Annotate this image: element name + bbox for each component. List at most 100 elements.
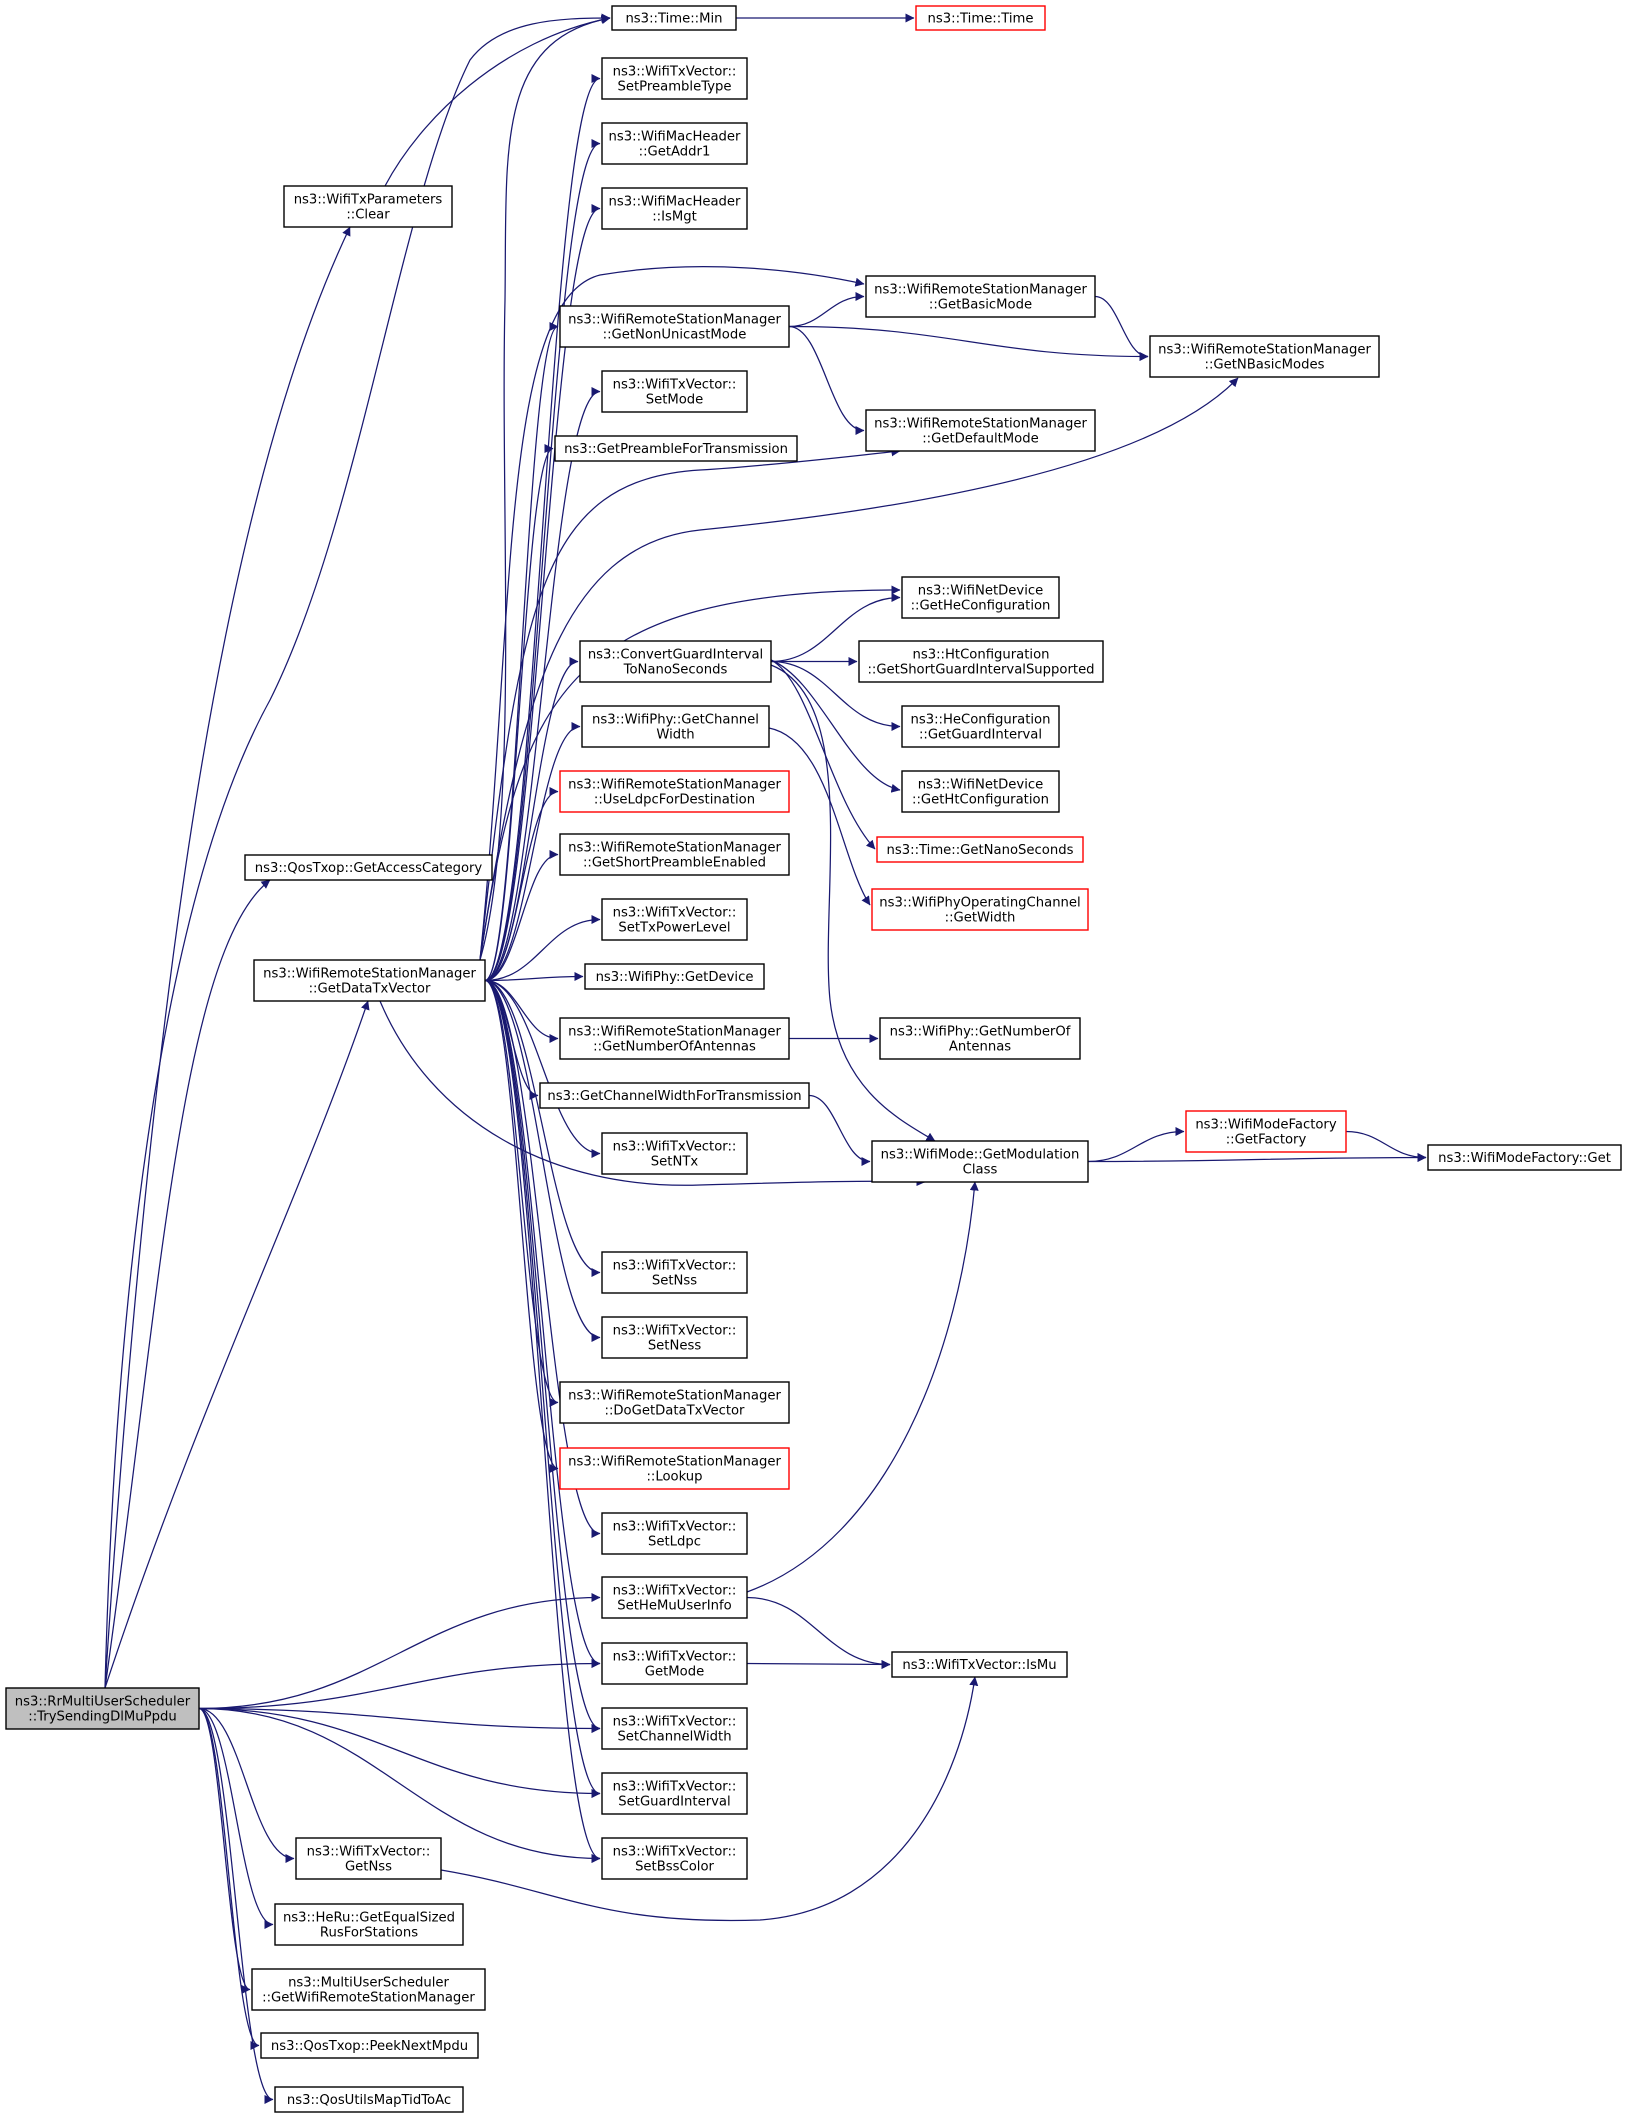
node-label-line: SetNss (652, 1274, 697, 1289)
node-set-he-mu-user-info[interactable]: ns3::WifiTxVector::SetHeMuUserInfo (601, 1576, 748, 1619)
node-operating-channel-get-width[interactable]: ns3::WifiPhyOperatingChannel::GetWidth (871, 888, 1089, 931)
node-label-line: ns3::WifiRemoteStationManager (568, 1455, 781, 1470)
node-label-line: ns3::Time::Time (928, 12, 1034, 27)
node-set-mode[interactable]: ns3::WifiTxVector::SetMode (601, 370, 748, 413)
node-label-line: GetNss (345, 1860, 392, 1875)
node-map-tid-to-ac[interactable]: ns3::QosUtilsMapTidToAc (274, 2086, 464, 2113)
edge-root-to-peek-next-mpdu (198, 1707, 260, 2050)
edge-root-to-time-min (104, 13, 611, 1689)
node-box (260, 2032, 479, 2059)
node-get-ht-configuration[interactable]: ns3::WifiNetDevice::GetHtConfiguration (901, 770, 1060, 813)
node-get-basic-mode[interactable]: ns3::WifiRemoteStationManager::GetBasicM… (865, 275, 1096, 318)
node-box (611, 5, 737, 31)
node-label-line: GetMode (645, 1665, 704, 1680)
node-lookup[interactable]: ns3::WifiRemoteStationManager::Lookup (559, 1447, 790, 1490)
node-label-line: ns3::WifiRemoteStationManager (1158, 343, 1371, 358)
node-get-wifi-remote-station-manager[interactable]: ns3::MultiUserScheduler::GetWifiRemoteSt… (251, 1968, 486, 2011)
node-get-guard-interval[interactable]: ns3::HeConfiguration::GetGuardInterval (901, 705, 1060, 748)
node-root[interactable]: ns3::RrMultiUserScheduler::TrySendingDlM… (5, 1687, 200, 1730)
edge-get-data-tx-vector-to-set-guard-interval (484, 979, 601, 1798)
node-label-line: ns3::WifiRemoteStationManager (874, 417, 1087, 432)
node-phy-get-device[interactable]: ns3::WifiPhy::GetDevice (584, 963, 765, 990)
node-box (876, 836, 1084, 863)
node-use-ldpc-for-destination[interactable]: ns3::WifiRemoteStationManager::UseLdpcFo… (559, 770, 790, 813)
node-is-mu[interactable]: ns3::WifiTxVector::IsMu (891, 1651, 1068, 1678)
node-set-preamble-type[interactable]: ns3::WifiTxVector::SetPreambleType (601, 57, 748, 100)
edge-root-to-get-mode (198, 1659, 601, 1710)
node-get-he-configuration[interactable]: ns3::WifiNetDevice::GetHeConfiguration (901, 576, 1060, 619)
node-label-line: ns3::WifiTxVector:: (613, 1650, 737, 1665)
node-qos-get-access-category[interactable]: ns3::QosTxop::GetAccessCategory (244, 854, 493, 881)
node-label-line: SetHeMuUserInfo (617, 1599, 731, 1614)
node-mode-factory-get-factory[interactable]: ns3::WifiModeFactory::GetFactory (1185, 1110, 1347, 1153)
node-mode-factory-get[interactable]: ns3::WifiModeFactory::Get (1427, 1144, 1622, 1171)
node-set-tx-power-level[interactable]: ns3::WifiTxVector::SetTxPowerLevel (601, 898, 748, 941)
node-set-ldpc[interactable]: ns3::WifiTxVector::SetLdpc (601, 1512, 748, 1555)
node-box (554, 435, 798, 462)
node-label-line: ns3::WifiModeFactory::Get (1438, 1151, 1611, 1166)
node-time-min[interactable]: ns3::Time::Min (611, 5, 737, 31)
node-label-line: ::GetNBasicModes (1205, 358, 1325, 373)
node-label-line: ::GetFactory (1226, 1133, 1307, 1148)
node-box (274, 1903, 464, 1946)
node-get-short-gi-supported[interactable]: ns3::HtConfiguration::GetShortGuardInter… (858, 640, 1104, 683)
node-get-data-tx-vector[interactable]: ns3::WifiRemoteStationManager::GetDataTx… (253, 959, 486, 1002)
edge-get-data-tx-vector-to-set-bss-color (484, 979, 601, 1863)
node-box (879, 1017, 1081, 1060)
node-label-line: ::Lookup (646, 1470, 702, 1485)
edge-get-data-tx-vector-to-phy-get-device (484, 972, 584, 982)
node-set-nss[interactable]: ns3::WifiTxVector::SetNss (601, 1251, 748, 1294)
node-get-channel-width-for-tx[interactable]: ns3::GetChannelWidthForTransmission (539, 1082, 810, 1109)
edge-get-data-tx-vector-to-set-ness (484, 979, 601, 1342)
node-phy-get-number-of-antennas[interactable]: ns3::WifiPhy::GetNumberOfAntennas (879, 1017, 1081, 1060)
node-get-n-basic-modes[interactable]: ns3::WifiRemoteStationManager::GetNBasic… (1149, 335, 1380, 378)
node-box (274, 2086, 464, 2113)
node-get-nss[interactable]: ns3::WifiTxVector::GetNss (295, 1837, 442, 1880)
node-label-line: ::GetDefaultMode (922, 432, 1039, 447)
node-set-ness[interactable]: ns3::WifiTxVector::SetNess (601, 1316, 748, 1359)
edge-convert-guard-interval-to-get-modulation-class (770, 664, 936, 1142)
edge-convert-guard-interval-to-get-guard-interval (770, 660, 901, 731)
edge-get-non-unicast-mode-to-get-n-basic-modes (788, 325, 1149, 361)
node-peek-next-mpdu[interactable]: ns3::QosTxop::PeekNextMpdu (260, 2032, 479, 2059)
node-get-number-of-antennas[interactable]: ns3::WifiRemoteStationManager::GetNumber… (559, 1017, 790, 1060)
node-get-mode[interactable]: ns3::WifiTxVector::GetMode (601, 1642, 748, 1685)
node-get-preamble-for-tx[interactable]: ns3::GetPreambleForTransmission (554, 435, 798, 462)
node-label-line: SetMode (646, 393, 704, 408)
node-set-channel-width[interactable]: ns3::WifiTxVector::SetChannelWidth (601, 1707, 748, 1750)
node-set-bss-color[interactable]: ns3::WifiTxVector::SetBssColor (601, 1837, 748, 1880)
node-label-line: ::GetNumberOfAntennas (593, 1040, 756, 1055)
node-get-default-mode[interactable]: ns3::WifiRemoteStationManager::GetDefaul… (865, 409, 1096, 452)
node-get-short-preamble-enabled[interactable]: ns3::WifiRemoteStationManager::GetShortP… (559, 833, 790, 876)
node-get-non-unicast-mode[interactable]: ns3::WifiRemoteStationManager::GetNonUni… (559, 305, 790, 348)
node-label-line: SetNess (648, 1339, 702, 1354)
edge-get-modulation-class-to-mode-factory-get (1087, 1153, 1427, 1163)
node-is-mgt[interactable]: ns3::WifiMacHeader::IsMgt (601, 187, 748, 230)
node-set-guard-interval[interactable]: ns3::WifiTxVector::SetGuardInterval (601, 1772, 748, 1815)
node-get-nano-seconds[interactable]: ns3::Time::GetNanoSeconds (876, 836, 1084, 863)
node-label-line: ns3::WifiTxVector:: (613, 1715, 737, 1730)
node-box (5, 1687, 200, 1730)
edge-get-data-tx-vector-to-get-modulation-class (379, 1000, 926, 1187)
node-label-line: ns3::WifiPhyOperatingChannel (879, 896, 1080, 911)
node-set-ntx[interactable]: ns3::WifiTxVector::SetNTx (601, 1132, 748, 1175)
node-get-addr1[interactable]: ns3::WifiMacHeader::GetAddr1 (601, 122, 748, 165)
node-label-line: ns3::HtConfiguration (912, 648, 1049, 663)
node-time-time[interactable]: ns3::Time::Time (915, 5, 1046, 31)
node-label-line: ns3::WifiTxVector:: (613, 1140, 737, 1155)
node-phy-get-channel-width[interactable]: ns3::WifiPhy::GetChannelWidth (581, 705, 770, 748)
node-box (581, 705, 770, 748)
edge-txparams-clear-to-time-min (384, 15, 611, 187)
node-label-line: ::IsMgt (652, 210, 697, 225)
node-label-line: RusForStations (320, 1926, 418, 1941)
edge-get-data-tx-vector-to-phy-get-channel-width (484, 722, 581, 982)
node-box (865, 275, 1096, 318)
node-do-get-data-tx-vector[interactable]: ns3::WifiRemoteStationManager::DoGetData… (559, 1381, 790, 1424)
edge-get-data-tx-vector-to-get-mode (484, 979, 601, 1668)
node-label-line: ::GetShortPreambleEnabled (583, 856, 766, 871)
node-label-line: ns3::ConvertGuardInterval (588, 648, 763, 663)
node-txparams-clear[interactable]: ns3::WifiTxParameters::Clear (283, 185, 453, 228)
